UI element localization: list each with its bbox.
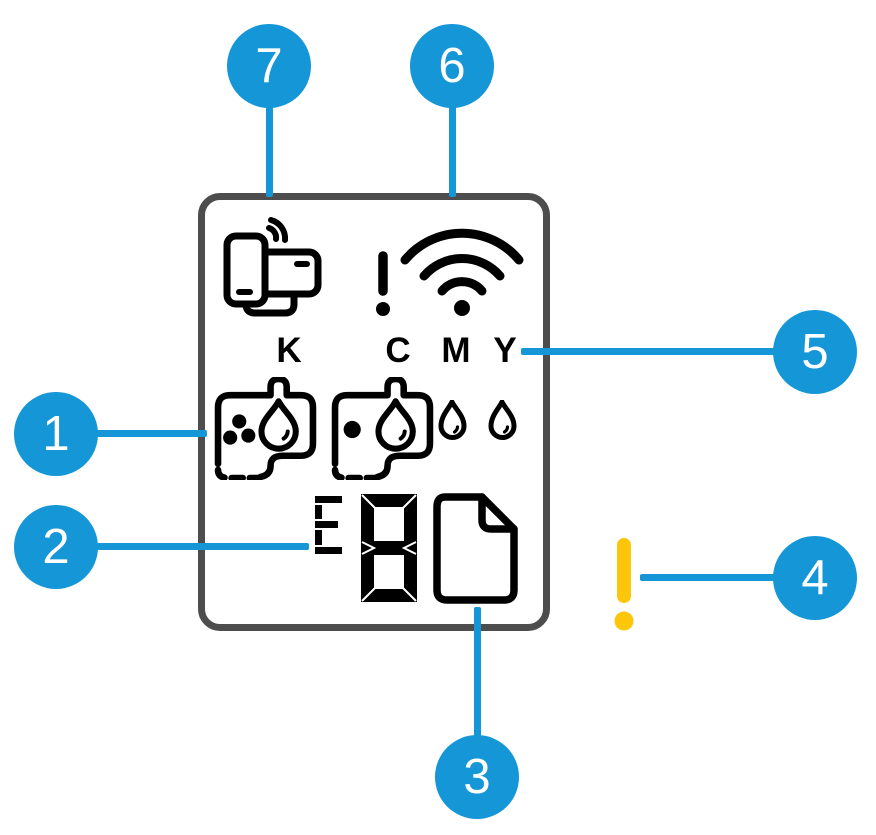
callout-line-2 bbox=[94, 543, 309, 550]
ink-label-cyan: C bbox=[385, 331, 411, 370]
callout-3: 3 bbox=[435, 735, 519, 819]
callout-1-number: 1 bbox=[42, 407, 70, 461]
attention-icon bbox=[614, 538, 634, 631]
ink-label-black: K bbox=[276, 331, 302, 370]
yellow-ink-drop-icon bbox=[488, 400, 517, 440]
black-ink-tank-icon bbox=[214, 377, 317, 480]
wifi-direct-icon bbox=[223, 217, 322, 317]
callout-line-6 bbox=[449, 104, 456, 197]
callout-6: 6 bbox=[410, 24, 494, 108]
ink-label-magenta: M bbox=[441, 331, 471, 370]
segment-digit-8 bbox=[361, 494, 417, 602]
callout-line-3 bbox=[474, 607, 481, 738]
segment-letter-e bbox=[315, 496, 342, 554]
callout-2-number: 2 bbox=[42, 520, 70, 574]
magenta-ink-drop-icon bbox=[438, 400, 467, 440]
callout-6-number: 6 bbox=[438, 39, 466, 93]
callout-5: 5 bbox=[773, 310, 857, 394]
color-ink-tank-icon bbox=[331, 377, 434, 480]
callout-1: 1 bbox=[14, 392, 98, 476]
paper-icon bbox=[433, 493, 518, 604]
callout-4-number: 4 bbox=[801, 551, 829, 605]
callout-line-1 bbox=[94, 430, 207, 437]
callout-3-number: 3 bbox=[463, 750, 491, 804]
callout-7-number: 7 bbox=[255, 39, 283, 93]
callout-line-5 bbox=[521, 348, 776, 355]
callout-5-number: 5 bbox=[801, 325, 829, 379]
wifi-alert-icon bbox=[376, 228, 524, 316]
callout-7: 7 bbox=[227, 24, 311, 108]
callout-line-4 bbox=[640, 574, 776, 581]
display-panel-outline bbox=[198, 193, 550, 631]
callout-2: 2 bbox=[14, 505, 98, 589]
ink-label-yellow: Y bbox=[493, 331, 517, 370]
callout-line-7 bbox=[266, 104, 273, 197]
callout-4: 4 bbox=[773, 536, 857, 620]
error-code-display bbox=[315, 494, 419, 604]
